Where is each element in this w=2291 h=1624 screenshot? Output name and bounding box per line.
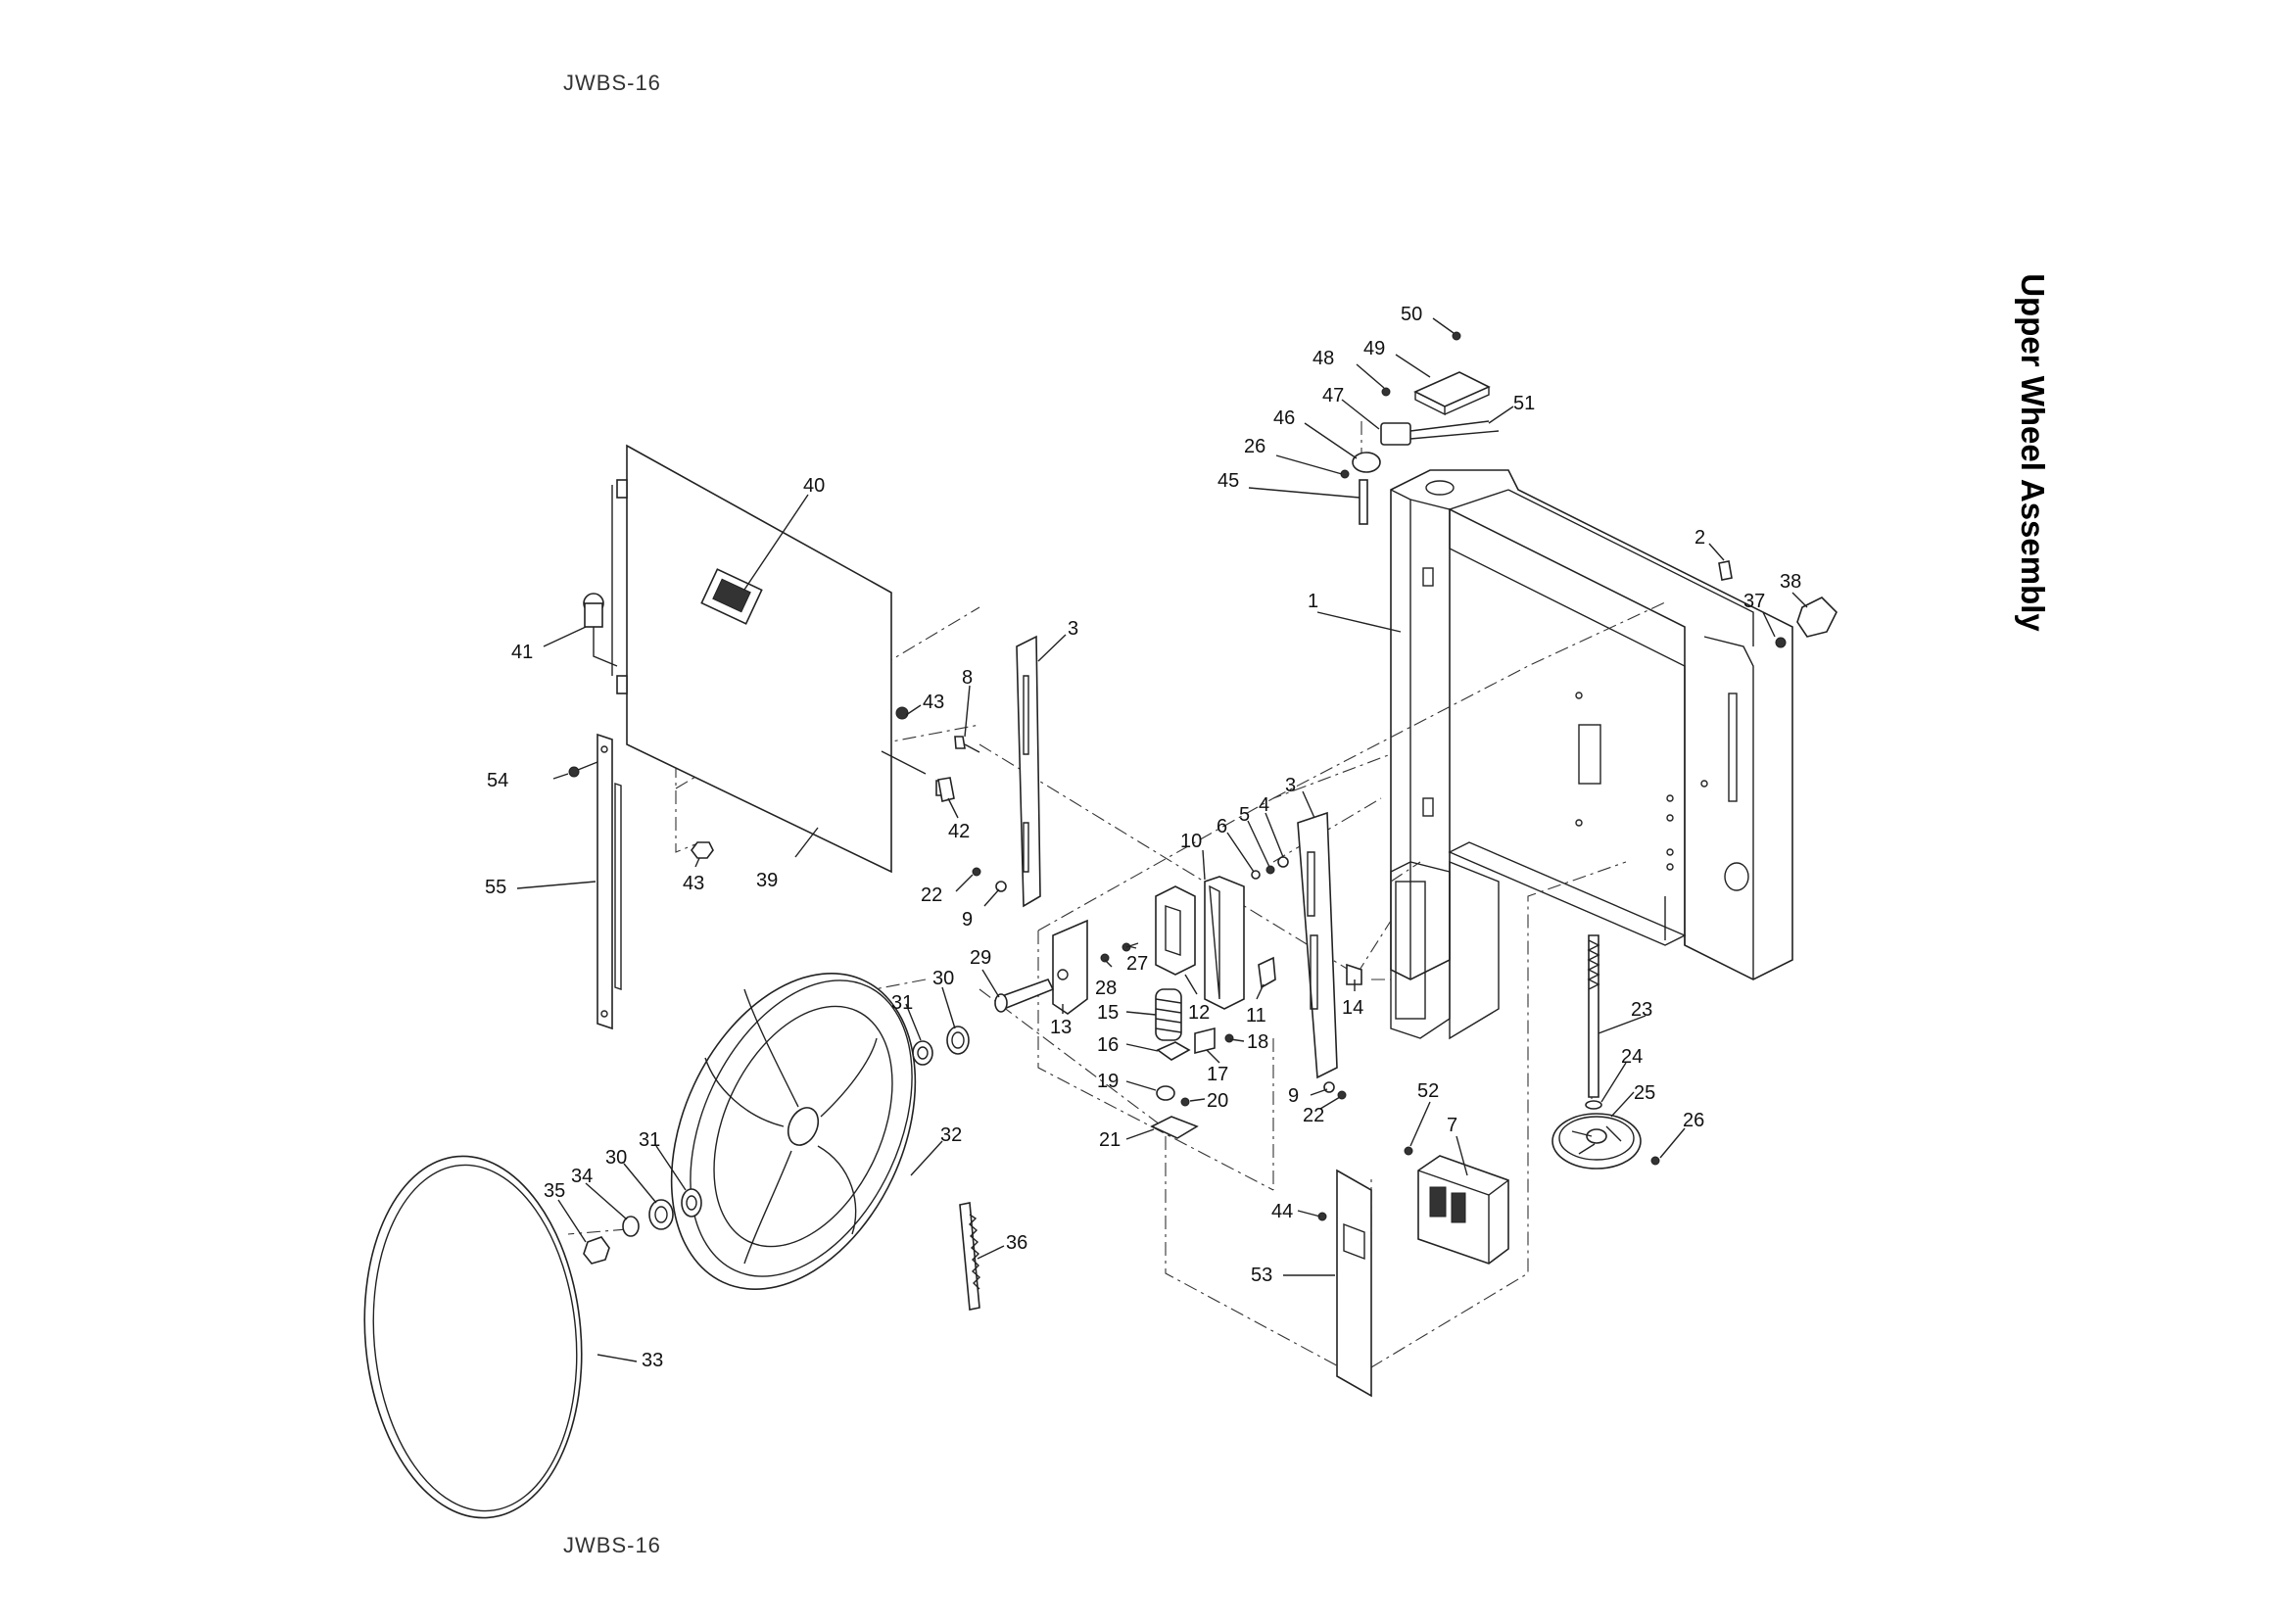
callout-48: 48 [1313, 348, 1334, 369]
callout-25: 25 [1634, 1082, 1655, 1104]
upper-wheel [670, 973, 917, 1290]
callout-20: 20 [1207, 1090, 1228, 1112]
washers-4-6 [1251, 856, 1362, 985]
hinge-bar [597, 733, 622, 1030]
callout-38: 38 [1780, 571, 1801, 593]
callout-6: 6 [1217, 816, 1227, 837]
pointer-11 [1258, 956, 1276, 989]
callout-30b: 30 [605, 1147, 627, 1169]
callout-39: 39 [756, 870, 778, 891]
shaft-block [1052, 919, 1088, 1015]
callout-27: 27 [1126, 953, 1148, 975]
screws-22-9 [972, 867, 1347, 1100]
page-title: Upper Wheel Assembly [2015, 273, 2051, 632]
callout-46: 46 [1273, 407, 1295, 429]
callout-17: 17 [1207, 1064, 1228, 1085]
axle-shaft [912, 942, 1139, 1066]
slide-bracket [1204, 876, 1245, 1010]
callout-45: 45 [1217, 470, 1239, 492]
callout-37: 37 [1743, 591, 1765, 612]
callout-3b: 3 [1285, 775, 1296, 796]
callout-9a: 9 [962, 909, 973, 931]
callout-26b: 26 [1244, 436, 1265, 457]
guide-bar-left [1016, 635, 1041, 908]
guide-bar-right [1297, 811, 1338, 1079]
callout-44: 44 [1271, 1201, 1293, 1222]
callout-3a: 3 [1068, 618, 1078, 640]
callout-47: 47 [1322, 385, 1344, 406]
callout-32: 32 [940, 1124, 962, 1146]
axle-hardware [583, 1188, 702, 1265]
callout-8: 8 [962, 667, 973, 689]
callout-16: 16 [1097, 1034, 1119, 1056]
tension-assembly [1150, 988, 1234, 1139]
callout-34: 34 [571, 1166, 593, 1187]
callout-12: 12 [1188, 1002, 1210, 1024]
callout-5: 5 [1239, 804, 1250, 826]
callout-4: 4 [1259, 794, 1269, 816]
callout-31a: 31 [891, 992, 913, 1014]
callout-50: 50 [1401, 304, 1422, 325]
blade-segment [959, 1202, 981, 1311]
callout-13: 13 [1050, 1017, 1072, 1038]
callout-41: 41 [511, 642, 533, 663]
callout-35: 35 [544, 1180, 565, 1202]
callout-52: 52 [1417, 1080, 1439, 1102]
callout-51: 51 [1513, 393, 1535, 414]
callout-33: 33 [642, 1350, 663, 1371]
callout-14: 14 [1342, 997, 1363, 1019]
callout-1: 1 [1308, 591, 1318, 612]
handwheel [1551, 1113, 1660, 1170]
callout-40: 40 [803, 475, 825, 497]
callout-9b: 9 [1288, 1085, 1299, 1107]
callout-22b: 22 [1303, 1105, 1324, 1126]
callout-54: 54 [487, 770, 508, 791]
model-tag-top: JWBS-16 [563, 71, 661, 95]
callout-7: 7 [1447, 1115, 1457, 1136]
stud-42 [937, 777, 955, 802]
callout-21: 21 [1099, 1129, 1121, 1151]
callout-10: 10 [1180, 831, 1202, 852]
upper-frame [1390, 469, 1793, 1040]
mount-plate [1317, 1146, 1413, 1398]
callout-36: 36 [1006, 1232, 1027, 1254]
callout-18: 18 [1247, 1031, 1268, 1053]
callout-15: 15 [1097, 1002, 1119, 1024]
callout-53: 53 [1251, 1265, 1272, 1286]
model-tag-bottom: JWBS-16 [563, 1533, 661, 1557]
wheel-cover [583, 444, 892, 874]
callout-2: 2 [1694, 527, 1705, 549]
switch-box-7 [1417, 1155, 1509, 1265]
callout-55: 55 [485, 877, 506, 898]
callout-31b: 31 [639, 1129, 660, 1151]
callout-43b: 43 [683, 873, 704, 894]
callout-11: 11 [1246, 1005, 1266, 1027]
callout-29: 29 [970, 947, 991, 969]
switch-assembly [1340, 331, 1500, 525]
callout-49: 49 [1363, 338, 1385, 359]
callouts: 1 2 3 3 4 5 6 7 8 9 9 10 11 12 13 14 15 … [485, 304, 1808, 1371]
callout-24: 24 [1621, 1046, 1643, 1068]
callout-43a: 43 [923, 692, 944, 713]
lead-screw [1585, 934, 1602, 1110]
tire [363, 1155, 583, 1519]
bolt-8 [954, 736, 980, 753]
callout-42: 42 [948, 821, 970, 842]
callout-19: 19 [1097, 1071, 1119, 1092]
callout-23: 23 [1631, 999, 1652, 1021]
bearing-block [1155, 885, 1196, 976]
callout-30a: 30 [932, 968, 954, 989]
callout-22a: 22 [921, 884, 942, 906]
callout-28: 28 [1095, 978, 1117, 999]
callout-26a: 26 [1683, 1110, 1704, 1131]
